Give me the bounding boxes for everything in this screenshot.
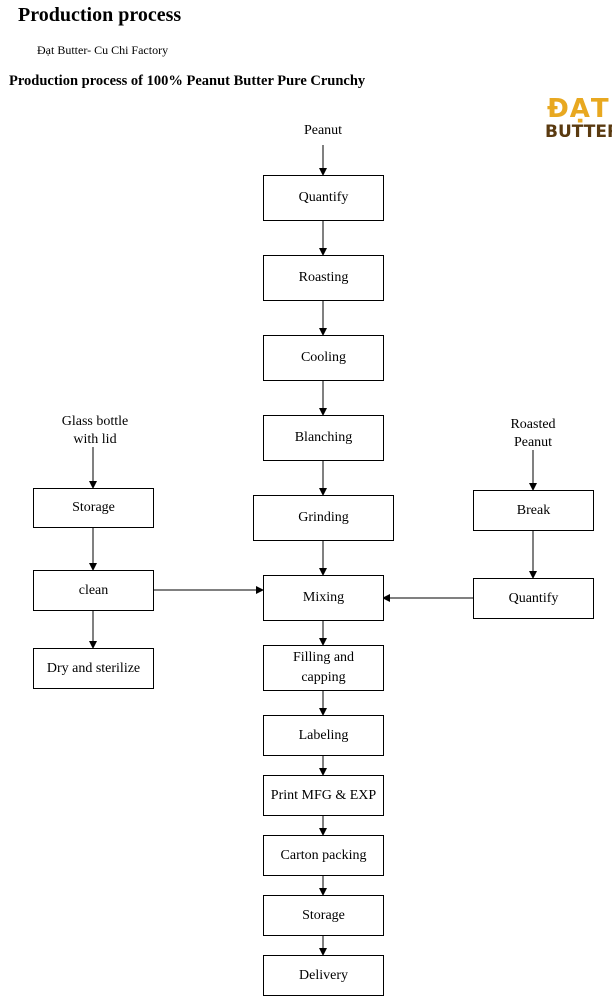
step-blanching: Blanching xyxy=(263,415,384,461)
dat-butter-logo: ĐẠT BUTTER xyxy=(543,94,612,142)
factory-subtitle: Đạt Butter- Cu Chi Factory xyxy=(37,43,169,57)
input-glass-bottle-label: Glass bottle with lid xyxy=(61,414,129,447)
page-title: Production process xyxy=(18,4,182,26)
step-roasting: Roasting xyxy=(263,255,384,301)
step-storage: Storage xyxy=(263,895,384,936)
logo-brand-text: ĐẠT xyxy=(547,94,610,124)
bottle-step-dry-and-sterilize: Dry and sterilize xyxy=(33,648,154,689)
input-roasted-peanut-label: Roasted Peanut xyxy=(510,417,556,450)
step-filling-and-capping: Filling and capping xyxy=(263,645,384,691)
step-quantify: Quantify xyxy=(263,175,384,221)
input-peanut-label: Peanut xyxy=(303,123,343,138)
step-delivery: Delivery xyxy=(263,955,384,996)
logo-butter-text: BUTTER xyxy=(545,122,612,142)
step-labeling: Labeling xyxy=(263,715,384,756)
bottle-step-clean: clean xyxy=(33,570,154,611)
peanut-step-quantify: Quantify xyxy=(473,578,594,619)
peanut-step-break: Break xyxy=(473,490,594,531)
step-mixing: Mixing xyxy=(263,575,384,621)
bottle-step-storage: Storage xyxy=(33,488,154,528)
step-cooling: Cooling xyxy=(263,335,384,381)
step-grinding: Grinding xyxy=(253,495,394,541)
process-heading: Production process of 100% Peanut Butter… xyxy=(9,73,366,89)
step-print-mfg-exp: Print MFG & EXP xyxy=(263,775,384,816)
step-carton-packing: Carton packing xyxy=(263,835,384,876)
